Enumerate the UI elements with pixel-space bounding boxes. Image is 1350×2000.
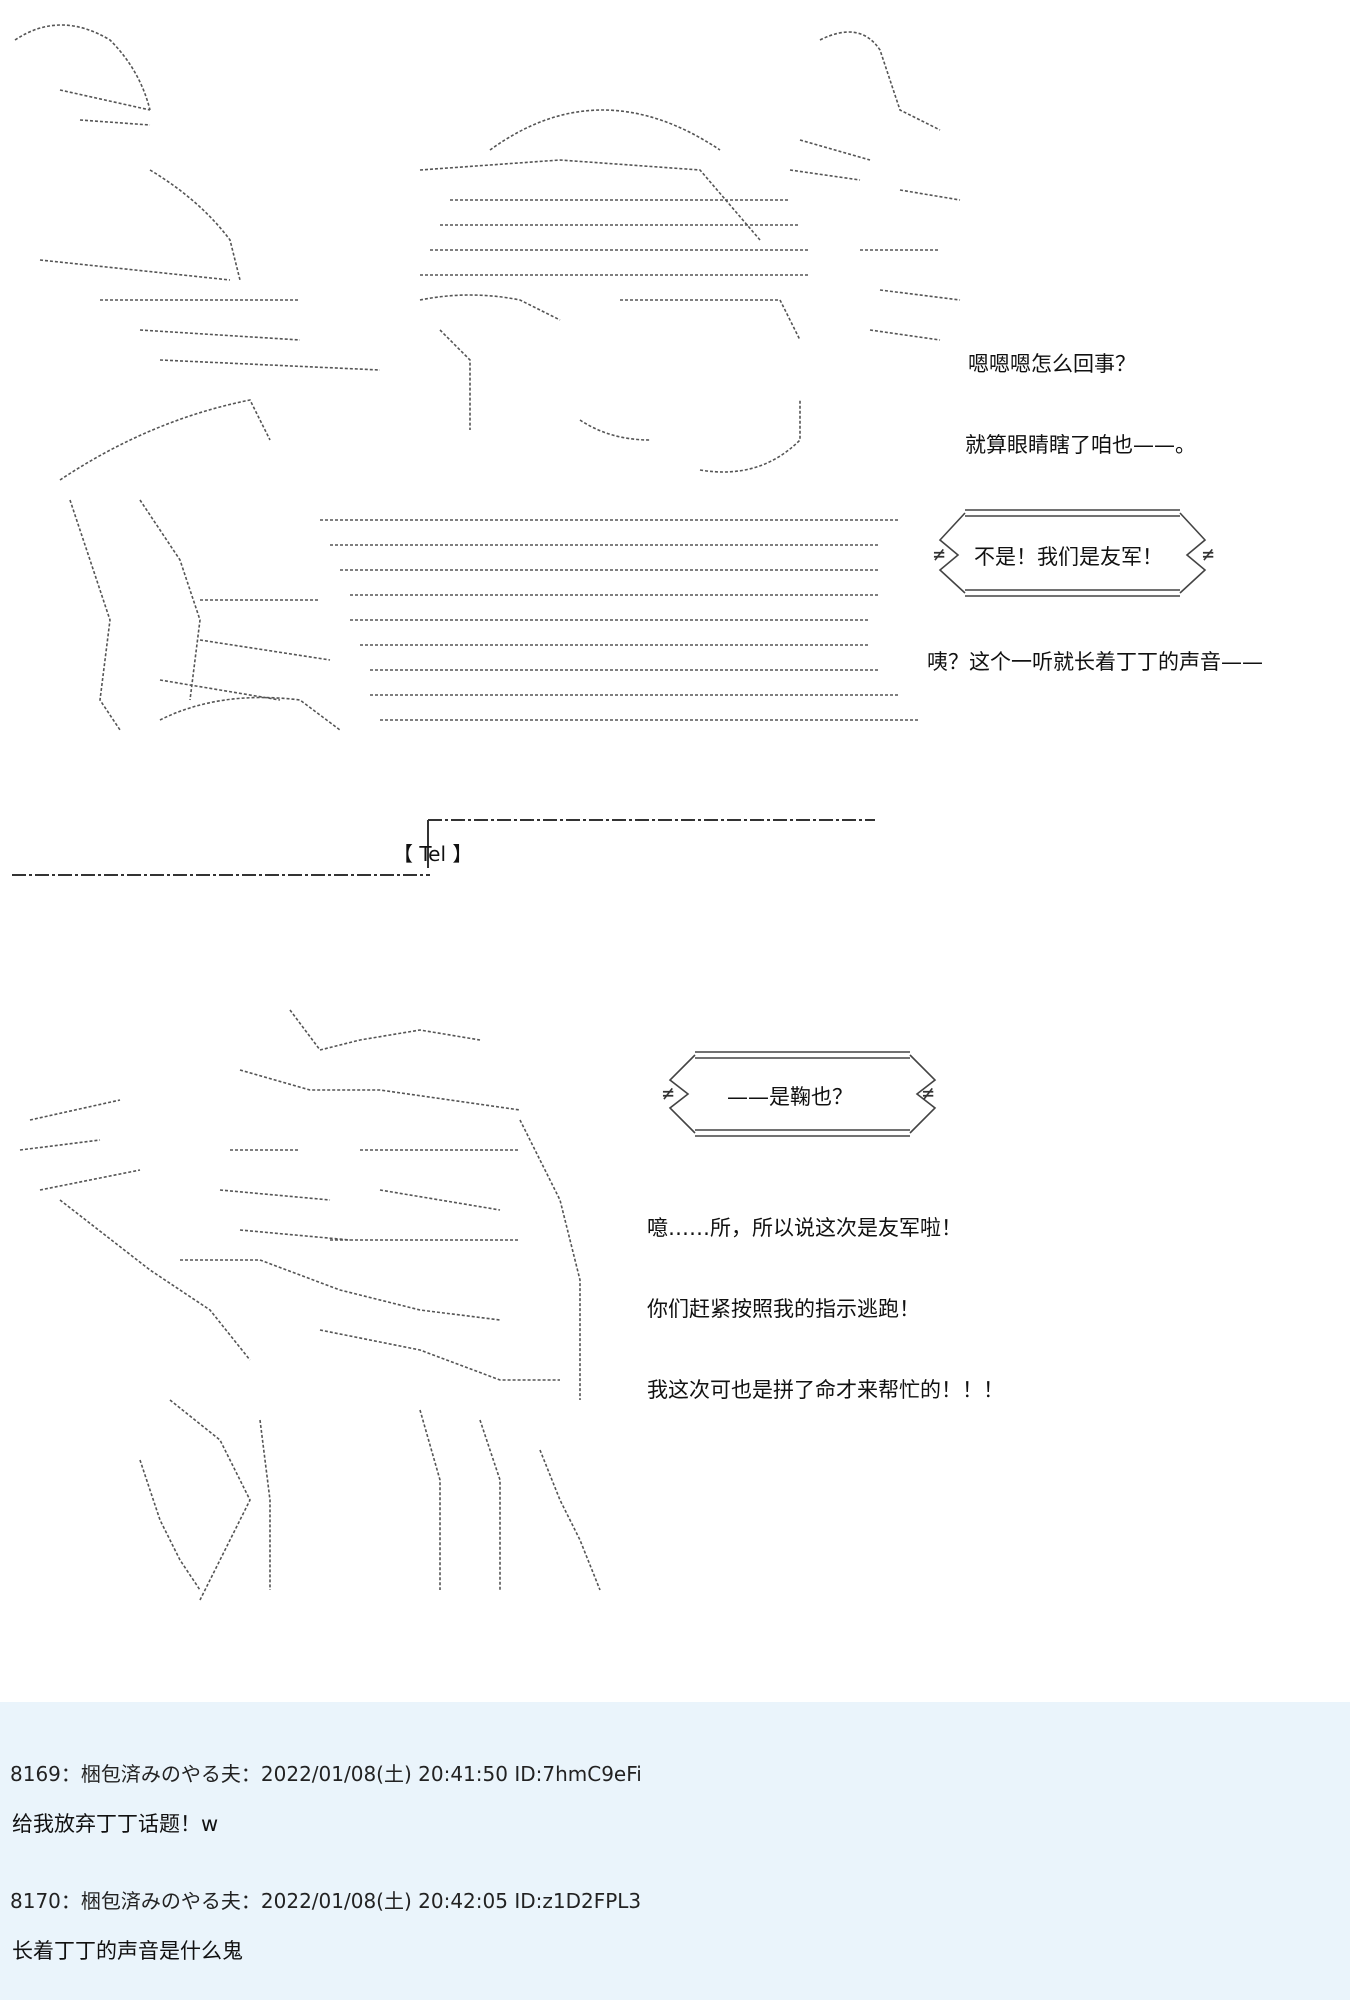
post-body: 给我放弃丁丁话题！w [12,1812,219,1836]
dialogue-line-1: 嗯嗯嗯怎么回事？ [968,352,1136,376]
manga-page: ≠ ≠ ≠ ≠ 嗯嗯嗯怎么回事？ 就算眼睛瞎了咱也——。 不是！我们是友军！ 咦… [12,24,1263,1601]
svg-text:≠: ≠ [662,1081,674,1105]
ascii-art-illustration: ≠ ≠ ≠ ≠ [12,24,1214,1601]
tel-label: 【 Tel 】 [393,842,473,866]
dialogue-line-2: 就算眼睛瞎了咱也——。 [965,433,1196,457]
dialogue-line-4: 噫……所，所以说这次是友军啦！ [647,1216,962,1240]
svg-text:≠: ≠ [933,542,945,566]
post-header: 8169：梱包済みのやる夫：2022/01/08(土) 20:41:50 ID:… [10,1762,642,1786]
svg-text:≠: ≠ [922,1081,934,1105]
speech-bubble-1: 不是！我们是友军！ [974,545,1163,569]
post-header: 8170：梱包済みのやる夫：2022/01/08(土) 20:42:05 ID:… [10,1889,642,1913]
post-body: 长着丁丁的声音是什么鬼 [12,1939,243,1963]
dialogue-line-6: 我这次可也是拼了命才来帮忙的！！！ [647,1378,1004,1402]
svg-text:≠: ≠ [1202,542,1214,566]
speech-bubble-2: ——是鞠也？ [727,1085,853,1109]
dialogue-line-3: 咦？这个一听就长着丁丁的声音—— [927,650,1263,674]
forum-posts: 8169：梱包済みのやる夫：2022/01/08(土) 20:41:50 ID:… [0,1702,1350,2000]
dialogue-line-5: 你们赶紧按照我的指示逃跑！ [647,1297,920,1321]
